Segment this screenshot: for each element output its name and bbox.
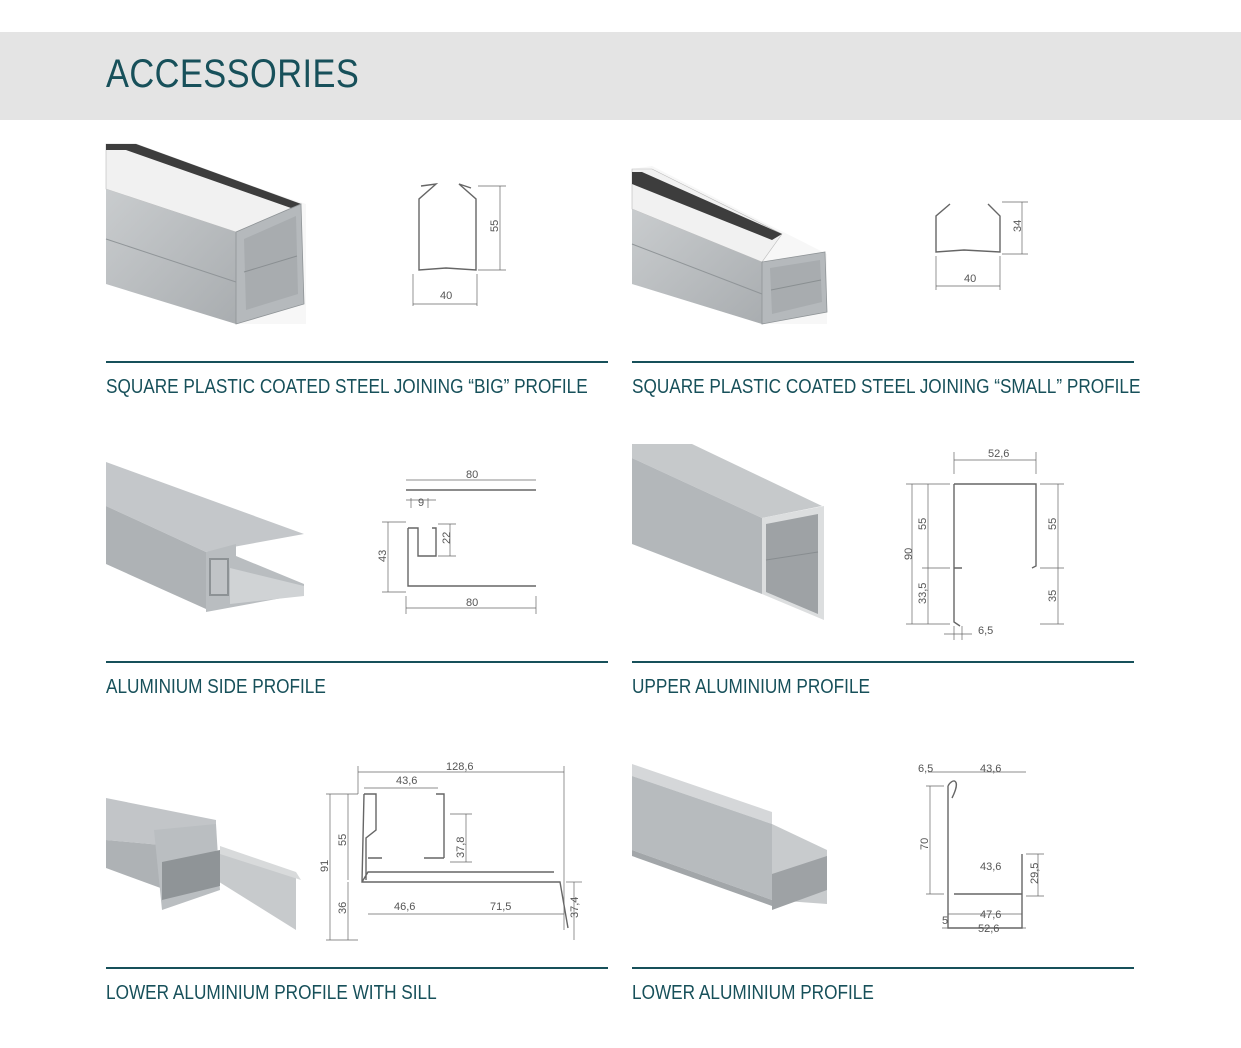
technical-drawing: 128,6 43,6 91 55 37,8 36 46,6 71,5 37,4 <box>319 761 582 941</box>
caption-rule <box>106 361 608 363</box>
dim-label: 90 <box>903 548 915 560</box>
product-illustration <box>632 444 824 620</box>
product-illustration <box>106 798 301 930</box>
caption-rule <box>632 661 1134 663</box>
product-card-aluminium-side-profile: 80 9 22 43 80 ALUMINIUM SIDE PROFILE <box>106 444 608 734</box>
dim-label: 5 <box>942 915 948 927</box>
dim-label: 91 <box>319 860 331 872</box>
dim-label: 55 <box>489 220 501 232</box>
dim-label: 55 <box>337 834 349 846</box>
dim-label: 47,6 <box>980 909 1001 921</box>
dim-label: 35 <box>1047 590 1059 602</box>
dim-label: 55 <box>1047 518 1059 530</box>
caption-rule <box>632 967 1134 969</box>
technical-drawing: 55 40 <box>412 183 506 306</box>
product-card-lower-aluminium-profile: 6,5 43,6 70 43,6 29,5 47,6 5 52,6 LOWER … <box>632 750 1134 1040</box>
product-card-big-joining-profile: 55 40 SQUARE PLASTIC COATED STEEL JOININ… <box>105 143 608 434</box>
dim-label: 43,6 <box>980 763 1001 775</box>
dim-label: 36 <box>337 902 349 914</box>
product-caption: ALUMINIUM SIDE PROFILE <box>106 676 326 698</box>
product-card-lower-profile-with-sill: 128,6 43,6 91 55 37,8 36 46,6 71,5 37,4 … <box>106 750 608 1040</box>
dim-label: 43 <box>377 550 389 562</box>
dim-label: 9 <box>418 497 424 509</box>
dim-label: 40 <box>440 290 452 302</box>
dim-label: 34 <box>1012 220 1024 232</box>
dim-label: 80 <box>466 469 478 481</box>
technical-drawing: 52,6 90 55 33,5 55 35 6,5 <box>903 448 1064 640</box>
dim-label: 43,6 <box>980 861 1001 873</box>
product-illustration <box>632 764 827 910</box>
technical-drawing: 6,5 43,6 70 43,6 29,5 47,6 5 52,6 <box>918 763 1044 935</box>
dim-label: 37,4 <box>569 897 581 918</box>
product-caption: SQUARE PLASTIC COATED STEEL JOINING “BIG… <box>106 376 588 398</box>
dim-label: 37,8 <box>455 837 467 858</box>
product-card-upper-aluminium-profile: 52,6 90 55 33,5 55 35 6,5 UPPER ALUMINIU… <box>632 444 1134 734</box>
dim-label: 70 <box>919 838 931 850</box>
dim-label: 29,5 <box>1029 863 1041 884</box>
dim-label: 52,6 <box>978 923 999 935</box>
product-caption: LOWER ALUMINIUM PROFILE <box>632 982 874 1004</box>
product-illustration <box>106 462 304 612</box>
dim-label: 40 <box>964 273 976 285</box>
dim-label: 33,5 <box>917 583 929 604</box>
product-caption: SQUARE PLASTIC COATED STEEL JOINING “SMA… <box>632 376 1141 398</box>
dim-label: 71,5 <box>490 901 511 913</box>
dim-label: 128,6 <box>446 761 474 773</box>
dim-label: 43,6 <box>396 775 417 787</box>
dim-label: 46,6 <box>394 901 415 913</box>
dim-label: 55 <box>917 518 929 530</box>
caption-rule <box>106 661 608 663</box>
technical-drawing: 80 9 22 43 80 <box>377 469 537 614</box>
dim-label: 22 <box>441 532 453 544</box>
header-band <box>0 32 1241 120</box>
page-title: ACCESSORIES <box>106 52 360 96</box>
product-caption: UPPER ALUMINIUM PROFILE <box>632 676 870 698</box>
dim-label: 80 <box>466 597 478 609</box>
product-card-small-joining-profile: 34 40 SQUARE PLASTIC COATED STEEL JOININ… <box>631 144 1140 434</box>
caption-rule <box>106 967 608 969</box>
caption-rule <box>632 361 1134 363</box>
dim-label: 52,6 <box>988 448 1009 460</box>
product-illustration <box>105 143 306 325</box>
dim-label: 6,5 <box>918 763 933 775</box>
product-illustration <box>631 166 828 325</box>
dim-label: 6,5 <box>978 625 993 637</box>
technical-drawing: 34 40 <box>935 201 1028 290</box>
product-caption: LOWER ALUMINIUM PROFILE WITH SILL <box>106 982 437 1004</box>
